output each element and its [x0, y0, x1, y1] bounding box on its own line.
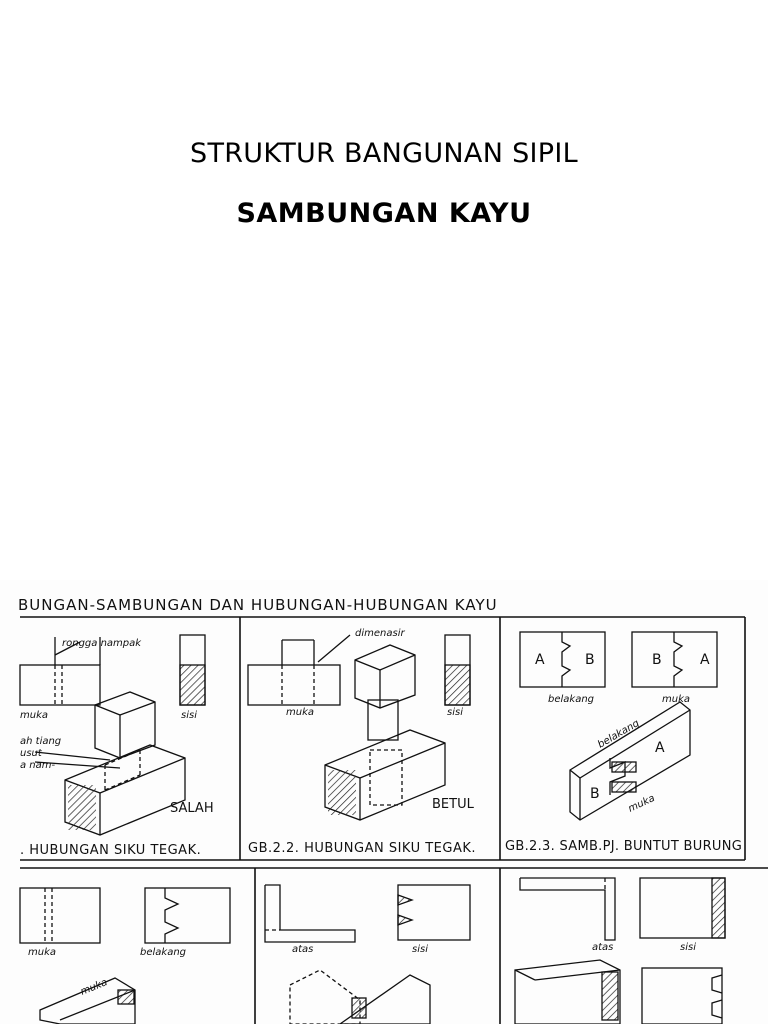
panel-2-drawing: [247, 634, 471, 821]
panel-3-iso-B: B: [590, 786, 600, 802]
panel-4-drawing: [19, 887, 231, 1024]
panel-grid: [20, 616, 768, 1024]
panel-5-label-atas: atas: [292, 944, 313, 955]
panel-6-label-sisi: sisi: [680, 942, 696, 953]
panel-3-label-belakang: belakang: [548, 694, 594, 705]
panel-3-caption: GB.2.3. SAMB.PJ. BUNTUT BURUNG: [505, 839, 742, 854]
panel-6-drawing: [514, 877, 726, 1024]
document-title: STRUKTUR BANGUNAN SIPIL: [190, 138, 578, 169]
panel-2-label-sisi: sisi: [447, 707, 463, 718]
panel-1-label-nam: a nam-: [20, 760, 56, 771]
panel-1-label-sisi: sisi: [181, 710, 197, 721]
panel-2-label-muka: muka: [286, 707, 314, 718]
panel-1-label-tiang: ah tiang: [20, 736, 61, 747]
panel-1-label-muka: muka: [20, 710, 48, 721]
panel-2-label-dimenasir: dimenasir: [355, 628, 405, 639]
panel-3-front-B: B: [652, 652, 662, 668]
panel-5-drawing: [264, 884, 471, 1024]
panel-2-verdict: BETUL: [432, 797, 475, 812]
timber-joint-diagram-plate: BUNGAN-SAMBUNGAN DAN HUBUNGAN-HUBUNGAN K…: [0, 580, 768, 1024]
panel-4-iso-muka: muka: [79, 977, 109, 998]
panel-3-iso-A: A: [655, 740, 665, 756]
panel-3-front-A: A: [700, 652, 710, 668]
panel-1-label-rongga-nampak: rongga nampak: [62, 638, 142, 649]
panel-2-caption: GB.2.2. HUBUNGAN SIKU TEGAK.: [248, 841, 476, 856]
panel-3-label-muka: muka: [662, 694, 690, 705]
panel-1-verdict: SALAH: [170, 801, 214, 816]
panel-1-drawing: [19, 634, 206, 836]
panel-6-label-atas: atas: [592, 942, 613, 953]
document-subtitle: SAMBUNGAN KAYU: [236, 198, 532, 229]
panel-5-label-sisi: sisi: [412, 944, 428, 955]
panel-4-label-belakang: belakang: [140, 947, 186, 958]
panel-3-back-B: B: [585, 652, 595, 668]
diagram-drawing: BUNGAN-SAMBUNGAN DAN HUBUNGAN-HUBUNGAN K…: [18, 596, 768, 1024]
panel-1-caption: . HUBUNGAN SIKU TEGAK.: [20, 843, 201, 858]
panel-3-iso-belakang: belakang: [596, 718, 641, 751]
panel-1-label-usut: usut: [20, 748, 43, 759]
panel-3-back-A: A: [535, 652, 545, 668]
panel-3-iso-muka: muka: [627, 793, 657, 815]
panel-3-drawing: [519, 631, 718, 821]
plate-header: BUNGAN-SAMBUNGAN DAN HUBUNGAN-HUBUNGAN K…: [18, 596, 498, 614]
panel-4-label-muka: muka: [28, 947, 56, 958]
